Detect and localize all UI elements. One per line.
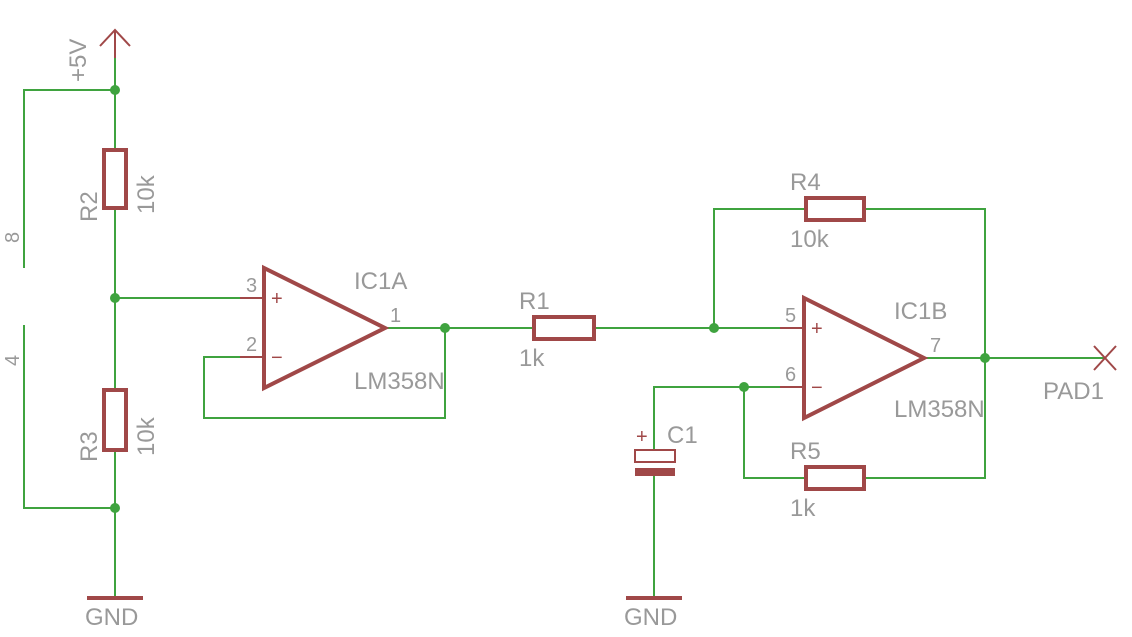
ground-right-label: GND xyxy=(624,604,677,631)
capacitor-c1-polarity: + xyxy=(636,426,648,448)
junction-ic1a-out xyxy=(440,323,450,333)
resistor-r5-body xyxy=(804,465,866,491)
junction-ic1b-inv xyxy=(739,382,749,392)
resistor-r3-value: 10k xyxy=(133,416,160,456)
opamp-ic1b-pin-noninv: 5 xyxy=(785,305,796,327)
opamp-ic1a-minus-sign: − xyxy=(271,347,283,369)
wire-r4-loop-left xyxy=(713,208,806,328)
wire-ic1b-inv xyxy=(653,386,804,450)
resistor-r4-body xyxy=(804,196,866,222)
junctions xyxy=(110,85,990,513)
capacitor-c1-plate-negative xyxy=(635,468,675,476)
wires xyxy=(23,55,1104,598)
wire-vcc-bracket xyxy=(23,89,115,268)
capacitor-c1-plate-positive xyxy=(634,449,676,463)
opamp-ic1b-part: LM358N xyxy=(894,396,985,423)
resistor-r4-value: 10k xyxy=(790,226,830,253)
ground-left: GND xyxy=(85,596,143,631)
junction-ic1b-out xyxy=(980,353,990,363)
opamp-ic1b-minus-sign: − xyxy=(811,377,823,399)
wire-r5-loop xyxy=(864,358,986,479)
opamp-ic1a-plus-sign: + xyxy=(271,288,283,310)
opamp-ic1a-body xyxy=(262,264,390,392)
resistor-r2-value: 10k xyxy=(133,174,160,214)
power-pin-vcc-label: 8 xyxy=(2,232,24,243)
junction-vcc xyxy=(110,85,120,95)
opamp-ic1a: + − 3 2 1 IC1A LM358N xyxy=(240,264,445,395)
resistor-r4: R4 10k xyxy=(790,169,866,253)
resistor-r2-name: R2 xyxy=(76,191,103,222)
opamp-ic1b-pin-out: 7 xyxy=(930,335,941,357)
resistor-r3-body xyxy=(102,388,128,452)
opamp-ic1b-name: IC1B xyxy=(894,298,947,325)
resistor-r3: R3 10k xyxy=(76,388,160,462)
pad-pad1-label: PAD1 xyxy=(1043,378,1104,405)
ground-left-label: GND xyxy=(85,604,138,631)
resistor-r2-body xyxy=(102,148,128,210)
resistor-r3-name: R3 xyxy=(76,431,103,462)
opamp-ic1a-part: LM358N xyxy=(354,368,445,395)
opamp-ic1b-body xyxy=(802,294,929,422)
opamp-ic1b-pin-inv: 6 xyxy=(785,364,796,386)
resistor-r1-name: R1 xyxy=(519,288,550,315)
resistor-r1-value: 1k xyxy=(519,345,545,372)
vcc-label: +5V xyxy=(65,39,92,82)
power-pin-gnd-label: 4 xyxy=(2,355,24,366)
resistor-r1: R1 1k xyxy=(519,288,596,372)
junction-ic1b-noninv xyxy=(709,323,719,333)
opamp-ic1a-name: IC1A xyxy=(354,268,407,295)
wire-gnd-bracket xyxy=(23,325,115,509)
resistor-r5: R5 1k xyxy=(790,438,866,522)
junction-divider xyxy=(110,293,120,303)
opamp-ic1b-plus-sign: + xyxy=(811,318,823,340)
wire-r5-left xyxy=(743,387,806,479)
vcc-symbol: +5V xyxy=(65,28,131,82)
resistor-r5-value: 1k xyxy=(790,495,816,522)
opamp-ic1a-pin-inv: 2 xyxy=(246,334,257,356)
resistor-r4-name: R4 xyxy=(790,169,821,196)
wire-r4-loop-right xyxy=(864,208,986,358)
resistor-r5-name: R5 xyxy=(790,438,821,465)
pad-pad1: PAD1 xyxy=(1043,345,1117,405)
resistor-r1-body xyxy=(532,315,596,341)
ground-right: GND xyxy=(624,596,682,631)
opamp-ic1b: + − 5 6 7 IC1B LM358N xyxy=(780,294,985,423)
resistor-r2: R2 10k xyxy=(76,148,160,222)
opamp-ic1a-pin-noninv: 3 xyxy=(246,275,257,297)
opamp-ic1a-pin-out: 1 xyxy=(390,305,401,327)
capacitor-c1: + C1 xyxy=(634,422,698,476)
capacitor-c1-name: C1 xyxy=(667,422,698,449)
junction-gnd-bracket xyxy=(110,503,120,513)
wire-ic1a-feedback xyxy=(203,328,446,419)
